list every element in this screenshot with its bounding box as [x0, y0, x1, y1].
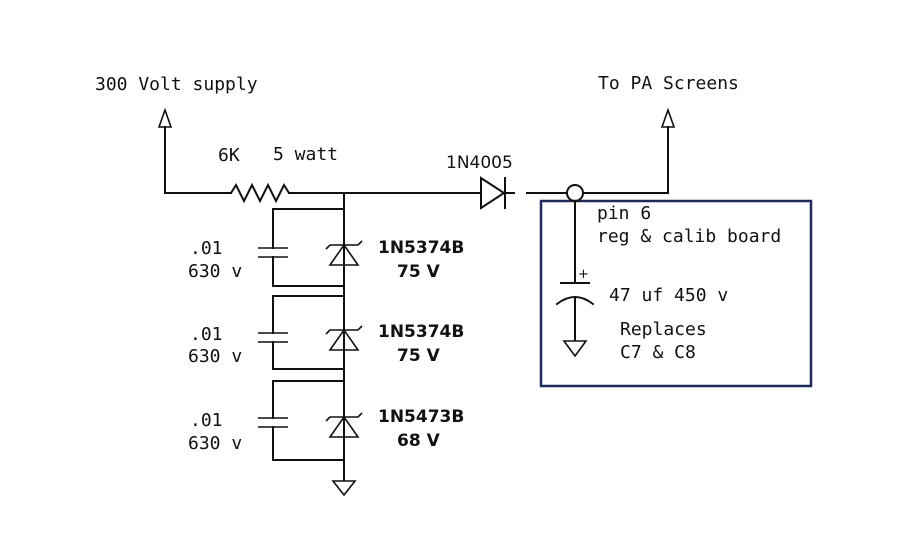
stage-1-cap-value: .01	[190, 238, 223, 259]
stage-3-zener-part: 1N5473B	[378, 407, 464, 427]
replaced-parts-label: C7 & C8	[620, 342, 696, 363]
stage-1-zener-voltage: 75 V	[397, 262, 441, 282]
stage-2-cap-voltage: 630 v	[188, 346, 242, 367]
output-arrow	[660, 107, 676, 194]
stage-2-zener-voltage: 75 V	[397, 346, 441, 366]
stage-2-cap-value: .01	[190, 324, 223, 345]
stage-3-components	[258, 380, 363, 461]
pin-6-terminal	[566, 184, 584, 202]
electrolytic-capacitor	[555, 200, 595, 341]
stage-1-zener-part: 1N5374B	[378, 238, 464, 258]
stage-3-cap-value: .01	[190, 410, 223, 431]
ground-symbol-ladder	[331, 480, 357, 497]
stage-2-zener-part: 1N5374B	[378, 322, 464, 342]
diode-label: 1N4005	[446, 153, 513, 173]
resistor-6k	[229, 182, 291, 204]
stage-1-cap-voltage: 630 v	[188, 261, 242, 282]
board-label: reg & calib board	[597, 226, 781, 247]
resistor-label: 6K	[218, 145, 240, 166]
replaces-label: Replaces	[620, 319, 707, 340]
diode-1n4005	[469, 176, 515, 210]
stage-2-components	[258, 295, 363, 370]
electrolytic-label: 47 uf 450 v	[609, 285, 728, 306]
supply-input-arrow	[157, 107, 173, 194]
stage-3-zener-voltage: 68 V	[397, 431, 441, 451]
stage-1-components	[258, 208, 363, 287]
supply-label: 300 Volt supply	[95, 74, 258, 95]
reg-calib-board-outline	[539, 199, 813, 388]
output-label: To PA Screens	[598, 73, 739, 94]
stage-3-cap-voltage: 630 v	[188, 433, 242, 454]
pin-label: pin 6	[597, 203, 651, 224]
ground-symbol-board	[562, 340, 588, 358]
capacitor-polarity-label: +	[578, 267, 589, 282]
resistor-power-label: 5 watt	[273, 144, 338, 165]
